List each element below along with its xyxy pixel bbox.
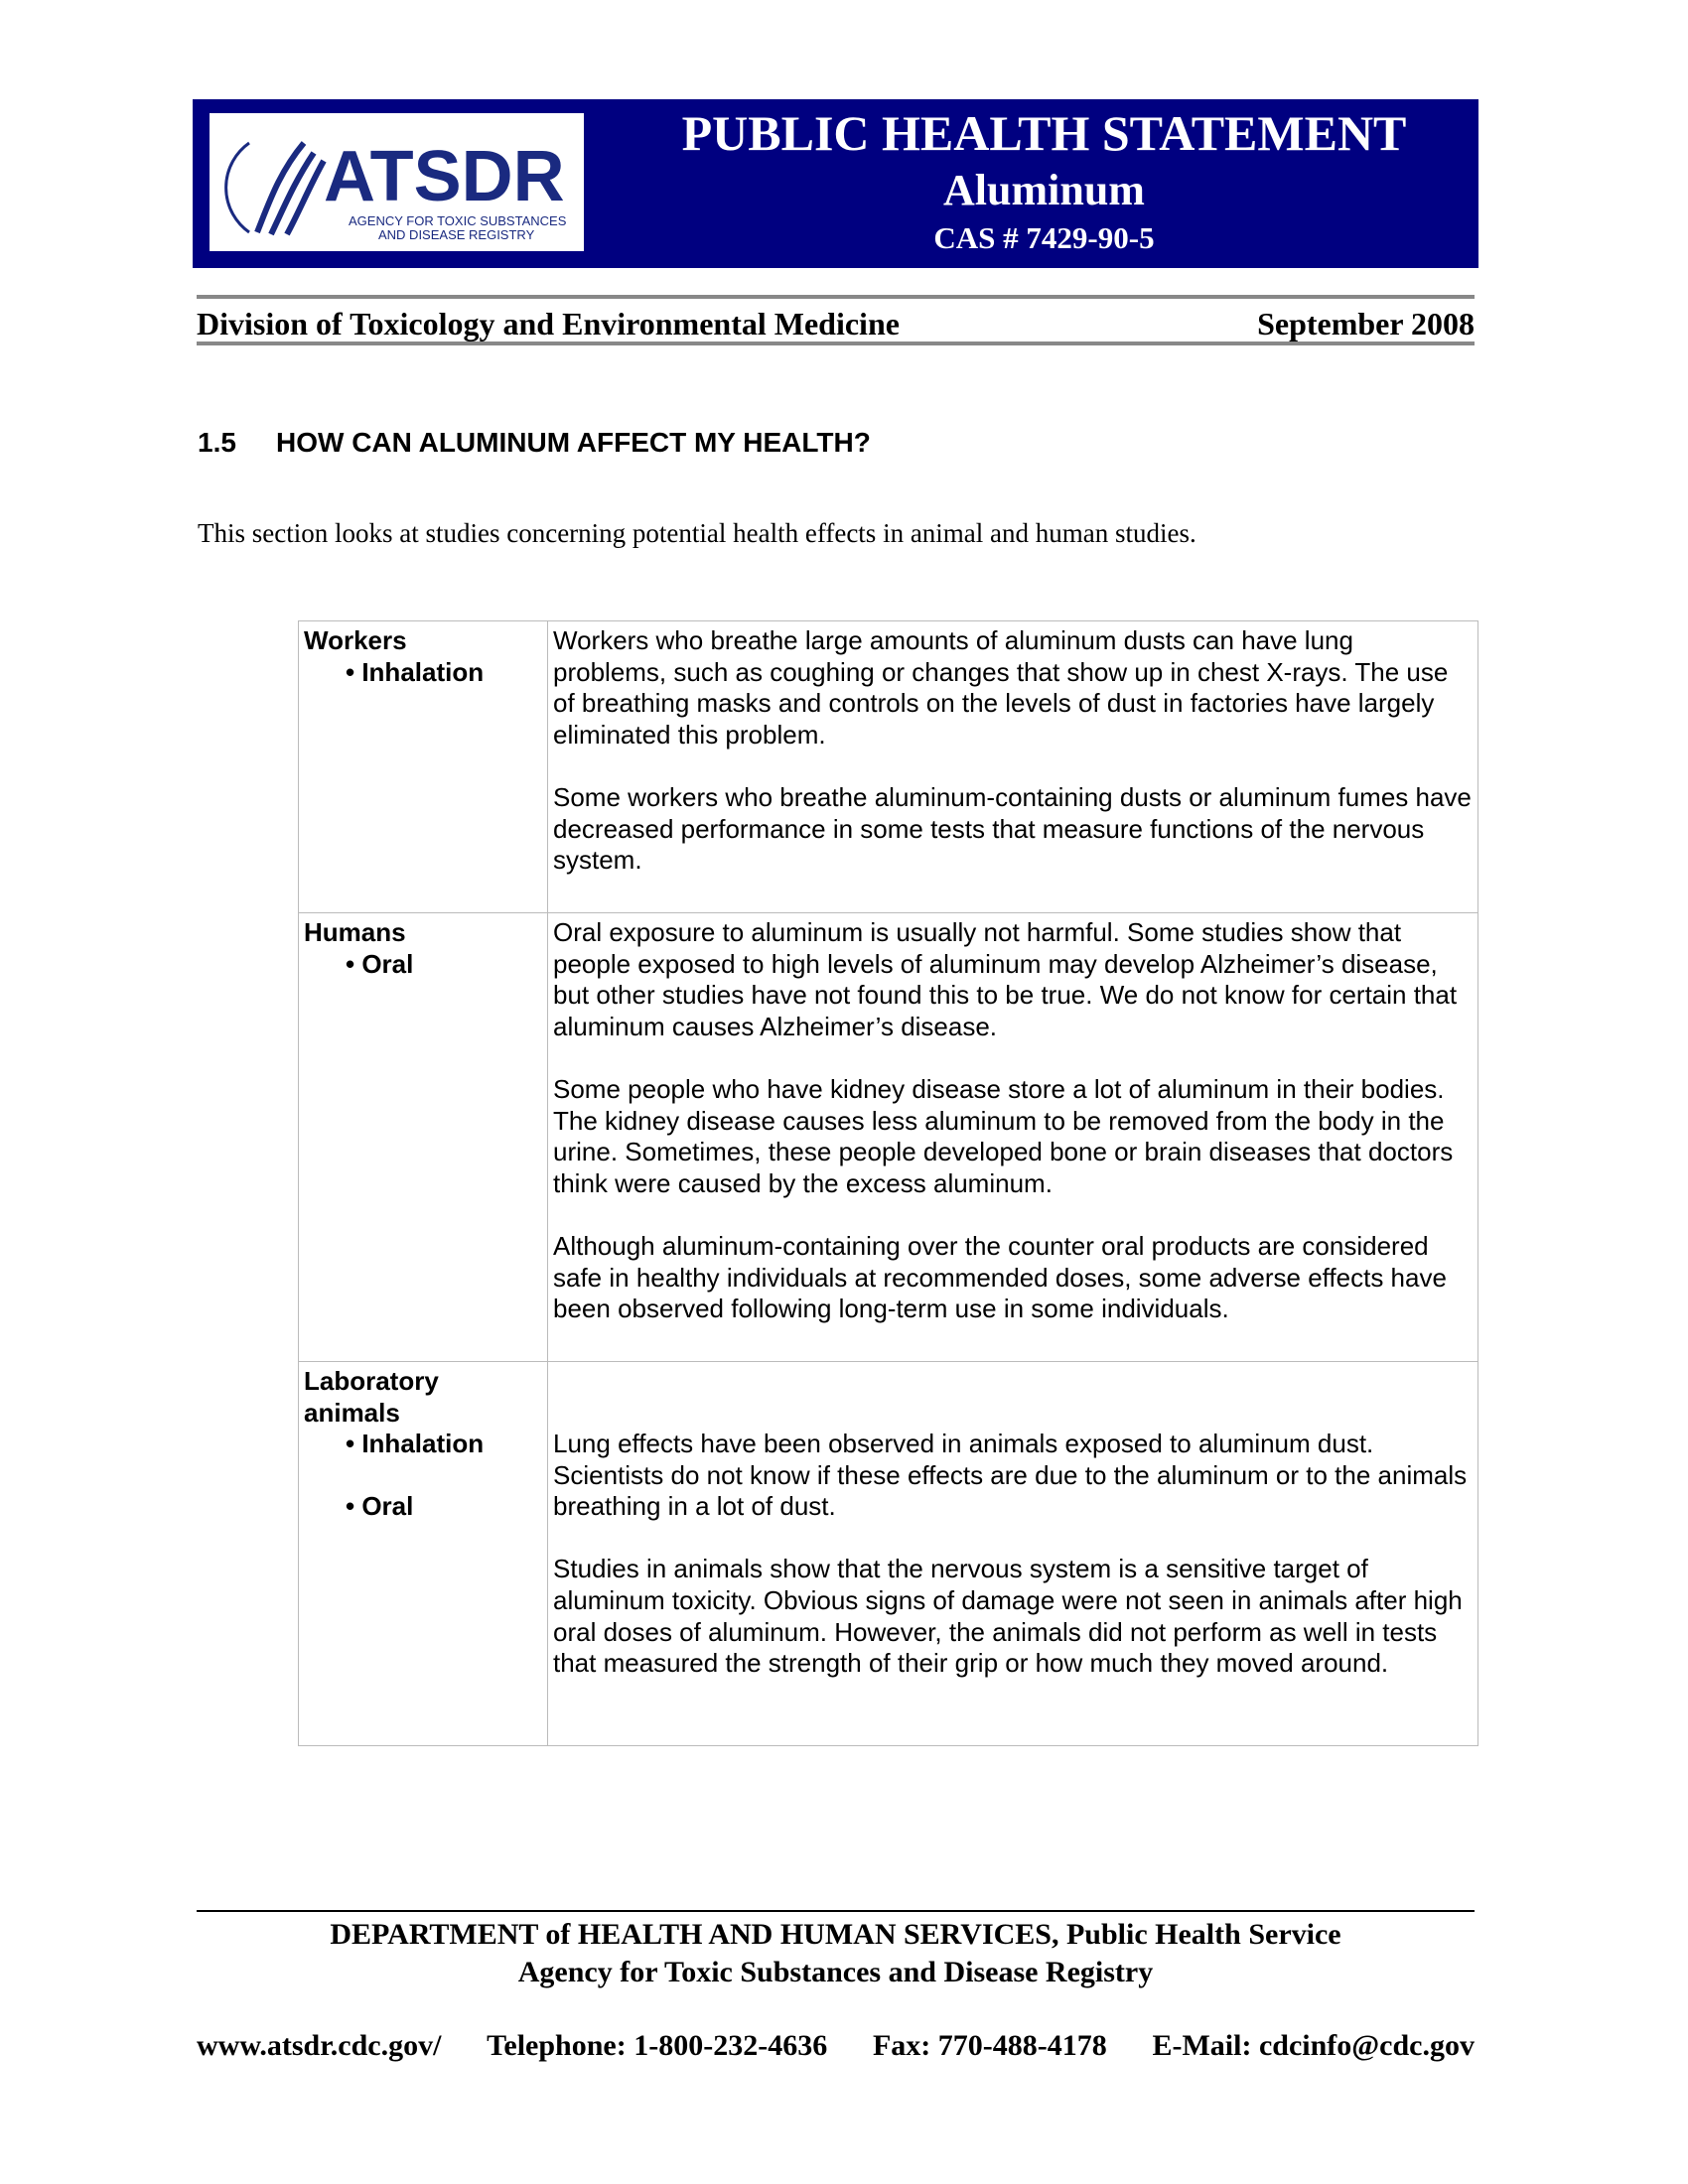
atsdr-logo: ATSDR AGENCY FOR TOXIC SUBSTANCES AND DI…	[210, 113, 584, 251]
table-row: Laboratory animals• Inhalation• Oral Lun…	[298, 1361, 1478, 1746]
header-banner: ATSDR AGENCY FOR TOXIC SUBSTANCES AND DI…	[193, 99, 1478, 268]
publication-date: September 2008	[1257, 306, 1475, 341]
footer-divider	[197, 1910, 1475, 1912]
svg-text:AGENCY FOR TOXIC SUBSTANCES: AGENCY FOR TOXIC SUBSTANCES	[349, 213, 567, 228]
svg-text:ATSDR: ATSDR	[324, 137, 565, 216]
division-name: Division of Toxicology and Environmental…	[197, 306, 900, 341]
email: E-Mail: cdcinfo@cdc.gov	[1152, 2029, 1475, 2062]
substance-name: Aluminum	[943, 166, 1145, 214]
website-link[interactable]: www.atsdr.cdc.gov/	[197, 2029, 442, 2062]
cas-number: CAS # 7429-90-5	[933, 220, 1155, 255]
telephone: Telephone: 1-800-232-4636	[487, 2029, 828, 2062]
fax: Fax: 770-488-4178	[872, 2029, 1107, 2062]
table-row: Humans• Oral Oral exposure to aluminum i…	[298, 912, 1478, 1362]
footer-agency: Agency for Toxic Substances and Disease …	[517, 1956, 1154, 1988]
document-title: PUBLIC HEALTH STATEMENT	[681, 105, 1407, 161]
table-row: Workers• Inhalation Workers who breathe …	[298, 620, 1478, 913]
health-effects-table: Workers• Inhalation Workers who breathe …	[298, 620, 1478, 1746]
svg-text:AND DISEASE REGISTRY: AND DISEASE REGISTRY	[378, 227, 535, 242]
section-intro: This section looks at studies concerning…	[198, 518, 1196, 548]
divider	[197, 295, 1475, 299]
footer-department: DEPARTMENT of HEALTH AND HUMAN SERVICES,…	[330, 1918, 1341, 1951]
divider	[197, 341, 1475, 345]
